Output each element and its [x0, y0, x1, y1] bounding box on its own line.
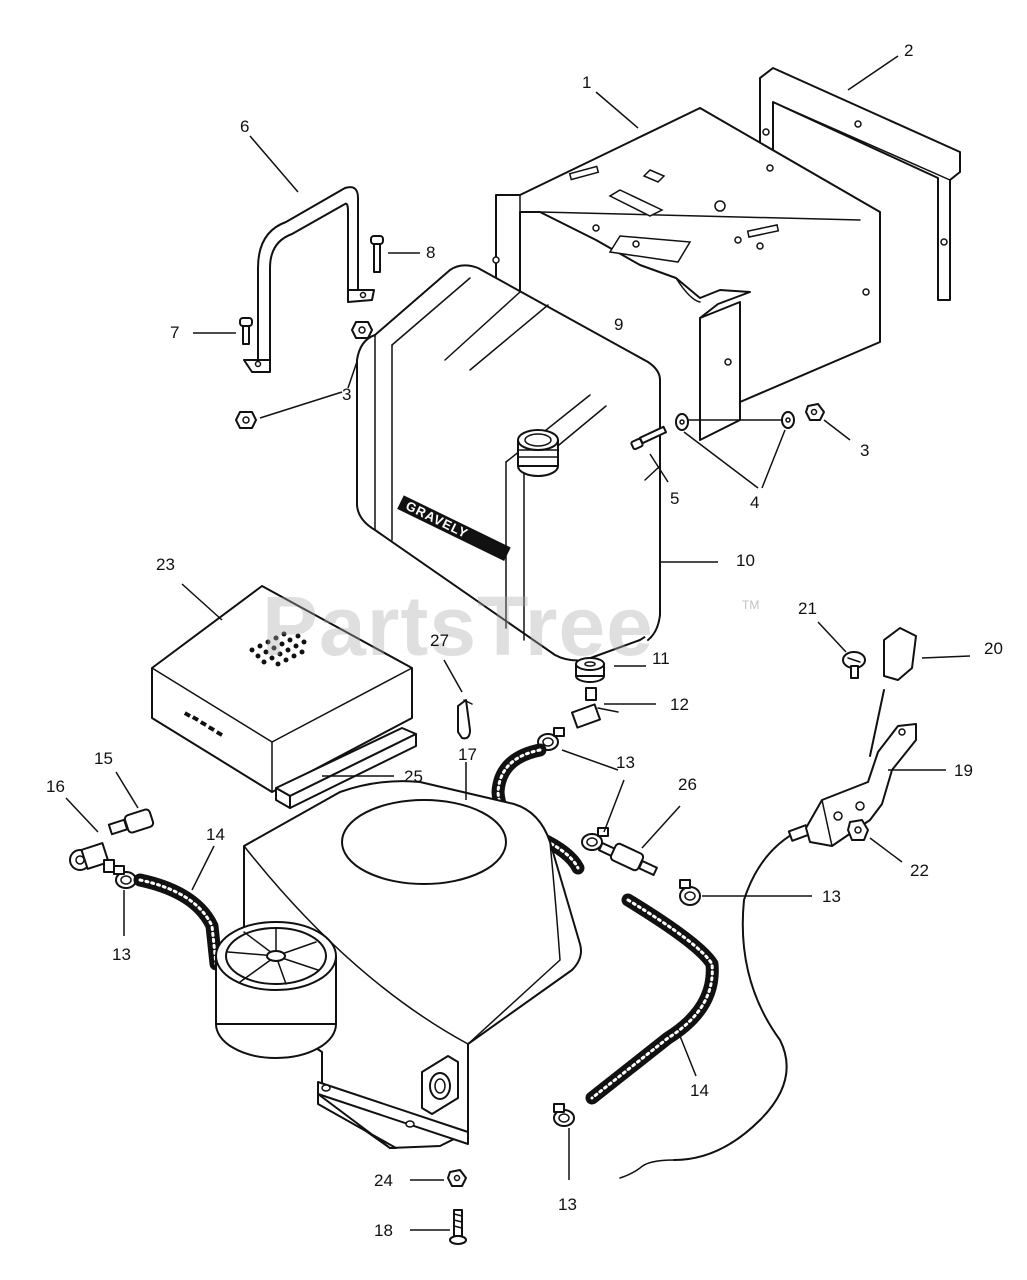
- part-throttle-cable: [619, 824, 811, 1179]
- part-bolt-18: [410, 1209, 467, 1245]
- callout-9[interactable]: 9: [614, 315, 624, 334]
- part-foam-strip: [275, 727, 417, 809]
- callout-12[interactable]: 12: [670, 695, 689, 714]
- part-bolt-5: [630, 425, 669, 483]
- part-fuel-filter: [598, 805, 681, 877]
- callout-4[interactable]: 4: [750, 493, 760, 512]
- callout-20[interactable]: 20: [984, 639, 1003, 658]
- callout-14a[interactable]: 14: [206, 825, 225, 844]
- part-bolt-7: [193, 317, 253, 345]
- part-fuel-tank: [356, 264, 718, 662]
- part-nuts-3-left: [235, 321, 373, 429]
- watermark-trademark: TM: [742, 598, 760, 612]
- part-air-cleaner-cover: [151, 583, 413, 793]
- part-hose-clamp-upper: [537, 727, 565, 751]
- callout-13d[interactable]: 13: [558, 1195, 577, 1214]
- callout-13a[interactable]: 13: [616, 753, 635, 772]
- callout-10[interactable]: 10: [736, 551, 755, 570]
- part-hose-clamp-bottom: [553, 1103, 575, 1127]
- part-mounting-platform: [492, 107, 881, 441]
- callout-22[interactable]: 22: [910, 861, 929, 880]
- leader-6: [249, 135, 299, 193]
- part-hose-clamp-left: [113, 865, 137, 889]
- callout-27[interactable]: 27: [430, 631, 449, 650]
- part-grommet: [575, 657, 646, 683]
- part-fuel-fitting-15: [107, 771, 155, 836]
- callout-7[interactable]: 7: [170, 323, 180, 342]
- part-hose-clamp-middle: [581, 827, 609, 851]
- callout-3a[interactable]: 3: [342, 385, 352, 404]
- callout-19[interactable]: 19: [954, 761, 973, 780]
- callout-13b[interactable]: 13: [822, 887, 841, 906]
- part-throttle-lever: [869, 627, 971, 757]
- watermark-text: PartsTree: [262, 579, 654, 673]
- callout-8[interactable]: 8: [426, 243, 436, 262]
- callout-15[interactable]: 15: [94, 749, 113, 768]
- callout-5[interactable]: 5: [670, 489, 680, 508]
- callout-2[interactable]: 2: [904, 41, 914, 60]
- part-hose-clamp-right: [679, 879, 701, 906]
- part-nut-3-right: [805, 403, 851, 441]
- part-bolt-8: [370, 235, 420, 273]
- callout-1[interactable]: 1: [582, 73, 592, 92]
- part-engine: [215, 762, 582, 1149]
- callout-17[interactable]: 17: [458, 745, 477, 764]
- vent-holes: [249, 631, 307, 667]
- callout-14b[interactable]: 14: [690, 1081, 709, 1100]
- leader-1: [595, 91, 639, 129]
- part-nut-24: [410, 1169, 467, 1187]
- cover-slots: [183, 711, 224, 737]
- callout-21[interactable]: 21: [798, 599, 817, 618]
- part-fuel-hose-left: [133, 845, 223, 971]
- callout-6[interactable]: 6: [240, 117, 250, 136]
- callout-16[interactable]: 16: [46, 777, 65, 796]
- leader-2: [847, 55, 899, 91]
- part-clip: [443, 659, 473, 740]
- callout-26[interactable]: 26: [678, 775, 697, 794]
- callout-24[interactable]: 24: [374, 1171, 393, 1190]
- callout-13c[interactable]: 13: [112, 945, 131, 964]
- part-fuel-elbow-16: [65, 797, 115, 873]
- part-screw-21: [817, 621, 866, 679]
- part-nut-22: [847, 819, 903, 863]
- part-washers-4: [675, 411, 795, 489]
- part-fuel-hose-lower: [585, 893, 719, 1105]
- callout-3b[interactable]: 3: [860, 441, 870, 460]
- clamp-leaders: [123, 749, 812, 1180]
- callout-25[interactable]: 25: [404, 767, 423, 786]
- part-fuel-fitting: [570, 687, 656, 729]
- part-tank-strap: [243, 186, 375, 373]
- callout-11[interactable]: 11: [652, 649, 670, 668]
- callout-18[interactable]: 18: [374, 1221, 393, 1240]
- part-throttle-bracket: [805, 723, 946, 847]
- callout-23[interactable]: 23: [156, 555, 175, 574]
